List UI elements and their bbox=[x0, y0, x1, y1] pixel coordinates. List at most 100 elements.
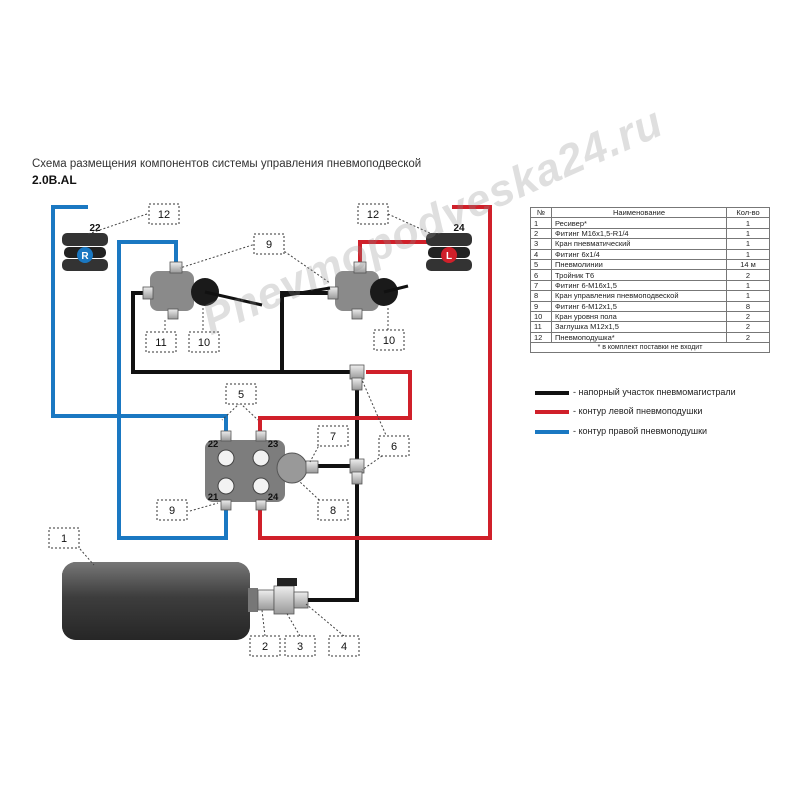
table-cell-name: Кран управления пневмоподвеской bbox=[551, 290, 727, 302]
legend-pressure-swatch bbox=[535, 390, 569, 395]
svg-text:10: 10 bbox=[383, 335, 395, 347]
table-cell-qty: 1 bbox=[726, 227, 770, 240]
svg-text:4: 4 bbox=[341, 641, 347, 653]
callout-12-right: 12 bbox=[148, 203, 180, 225]
legend-right-label: - контур правой пневмоподушки bbox=[573, 426, 708, 436]
legend-left-label: - контур левой пневмоподушки bbox=[573, 406, 703, 416]
callout-2: 2 bbox=[249, 635, 281, 657]
level-valve-right bbox=[142, 261, 263, 320]
control-valve-block: 22 23 21 24 bbox=[205, 430, 319, 511]
table-cell-num: 5 bbox=[530, 258, 552, 271]
svg-text:8: 8 bbox=[330, 505, 336, 517]
table-cell-num: 3 bbox=[530, 238, 552, 250]
level-valve-left bbox=[281, 261, 409, 320]
port-label-22-bag: 22 bbox=[89, 223, 101, 234]
right-contour-lines bbox=[51, 205, 228, 540]
table-cell-name: Пневмоподушка* bbox=[551, 331, 727, 344]
receiver bbox=[62, 562, 258, 640]
table-cell-name: Ресивер* bbox=[551, 217, 727, 229]
svg-text:11: 11 bbox=[155, 337, 166, 349]
table-cell-num: 2 bbox=[530, 227, 552, 240]
callout-4: 4 bbox=[328, 635, 360, 657]
svg-text:5: 5 bbox=[238, 389, 244, 401]
callout-10-left: 10 bbox=[373, 329, 405, 351]
table-note-row: * в комплект поставки не входит bbox=[530, 342, 770, 354]
table-cell-qty: 14 м bbox=[726, 258, 770, 271]
svg-text:9: 9 bbox=[169, 505, 175, 517]
port-label-24-bag: 24 bbox=[453, 223, 465, 234]
diagram-subtitle: 2.0B.AL bbox=[32, 173, 77, 187]
callout-9-bottom: 9 bbox=[156, 499, 188, 521]
table-cell-qty: 1 bbox=[726, 279, 770, 292]
callout-11: 11 bbox=[145, 331, 177, 353]
callout-7: 7 bbox=[317, 425, 349, 447]
air-bag-left: L 24 bbox=[426, 223, 472, 271]
table-cell-qty: 1 bbox=[726, 248, 770, 260]
tee-fittings bbox=[349, 364, 365, 485]
port-label-21: 21 bbox=[208, 492, 219, 503]
table-cell-num: 7 bbox=[530, 279, 552, 292]
bag-letter-r: R bbox=[81, 251, 89, 262]
callout-12-left: 12 bbox=[357, 203, 389, 225]
svg-text:7: 7 bbox=[330, 431, 336, 443]
legend-right: - контур правой пневмоподушки bbox=[535, 426, 707, 436]
legend-left: - контур левой пневмоподушки bbox=[535, 406, 702, 416]
svg-text:12: 12 bbox=[158, 209, 170, 221]
table-cell-num: 4 bbox=[530, 248, 552, 260]
table-cell-num: 11 bbox=[530, 321, 552, 333]
table-cell-qty: 1 bbox=[726, 217, 770, 229]
table-cell-num: 8 bbox=[530, 290, 552, 302]
table-cell-num: 10 bbox=[530, 310, 552, 323]
port-label-24: 24 bbox=[268, 492, 279, 503]
header-qty: Кол-во bbox=[726, 206, 770, 219]
table-cell-qty: 1 bbox=[726, 238, 770, 250]
left-contour-lines bbox=[258, 205, 492, 540]
callout-6: 6 bbox=[378, 435, 410, 457]
table-cell-qty: 2 bbox=[726, 331, 770, 344]
callout-9-top: 9 bbox=[253, 233, 285, 255]
svg-text:12: 12 bbox=[367, 209, 379, 221]
table-cell-name: Фитинг М16х1,5-R1/4 bbox=[551, 227, 727, 240]
parts-table-header: № Наименование Кол-во bbox=[530, 206, 770, 219]
table-cell-name: Тройник Т6 bbox=[551, 269, 727, 281]
legend-right-swatch bbox=[535, 429, 569, 434]
callout-10-right: 10 bbox=[188, 331, 220, 353]
table-cell-qty: 2 bbox=[726, 269, 770, 281]
table-cell-name: Заглушка М12х1,5 bbox=[551, 321, 727, 333]
callout-3: 3 bbox=[284, 635, 316, 657]
callout-8: 8 bbox=[317, 499, 349, 521]
svg-text:10: 10 bbox=[198, 337, 210, 349]
table-cell-num: 1 bbox=[530, 217, 552, 229]
table-cell-name: Фитинг 6-М16х1,5 bbox=[551, 279, 727, 292]
table-cell-qty: 1 bbox=[726, 290, 770, 302]
header-name: Наименование bbox=[551, 206, 727, 219]
table-cell-num: 6 bbox=[530, 269, 552, 281]
callout-5: 5 bbox=[225, 383, 257, 405]
table-cell-num: 12 bbox=[530, 331, 552, 344]
svg-text:9: 9 bbox=[266, 239, 272, 251]
tank-fittings bbox=[257, 578, 309, 615]
table-note: * в комплект поставки не входит bbox=[530, 342, 770, 354]
table-cell-name: Пневмолинии bbox=[551, 258, 727, 271]
air-bag-right: R 22 bbox=[62, 223, 108, 271]
diagram-title: Схема размещения компонентов системы упр… bbox=[32, 158, 422, 170]
table-cell-name: Кран уровня пола bbox=[551, 310, 727, 323]
port-label-22: 22 bbox=[208, 439, 219, 450]
callouts: 1 2 3 4 5 6 7 8 9 9 10 10 11 12 12 bbox=[48, 203, 410, 657]
table-cell-num: 9 bbox=[530, 300, 552, 312]
legend-left-swatch bbox=[535, 409, 569, 414]
port-label-23: 23 bbox=[268, 439, 279, 450]
